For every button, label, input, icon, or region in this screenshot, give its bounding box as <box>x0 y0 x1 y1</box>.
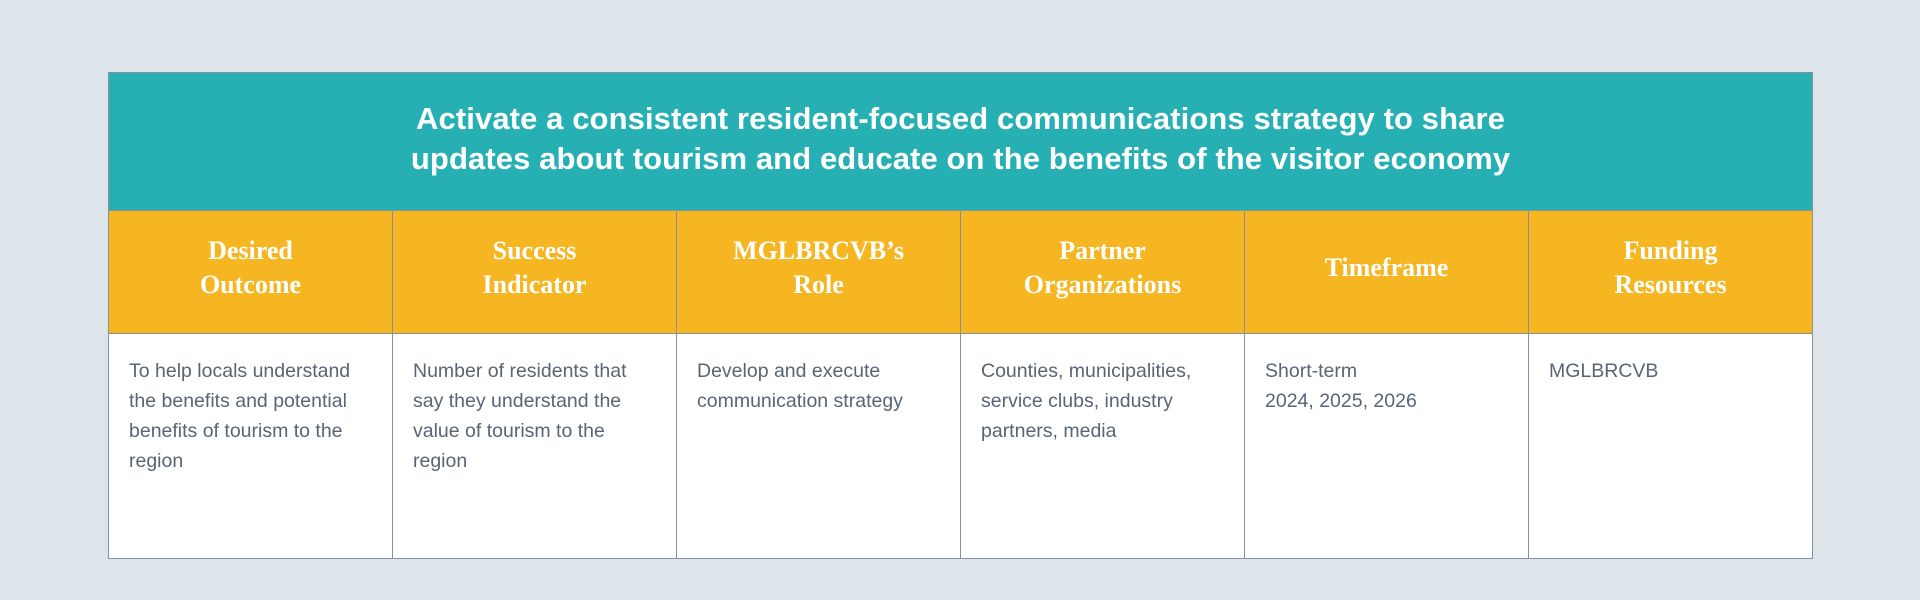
cell-partner-organizations-text: Counties, municipalities, service clubs,… <box>981 359 1192 442</box>
cell-success-indicator: Number of residents that say they unders… <box>392 332 677 559</box>
column-header-partner-organizations-line-1: Partner <box>1059 235 1146 265</box>
table-title-cell: Activate a consistent resident-focused c… <box>107 72 1814 211</box>
table-row: To help locals understand the benefits a… <box>108 332 1814 559</box>
column-header-mglbrcvb-role: MGLBRCVB’s Role <box>676 209 961 334</box>
column-header-success-indicator: Success Indicator <box>392 209 677 334</box>
table-title-line-1: Activate a consistent resident-focused c… <box>416 101 1505 136</box>
table-title-row: Activate a consistent resident-focused c… <box>107 72 1814 211</box>
column-header-success-indicator-line-1: Success <box>492 235 577 265</box>
column-header-partner-organizations-line-2: Organizations <box>1023 269 1182 299</box>
table-title: Activate a consistent resident-focused c… <box>371 99 1551 180</box>
cell-desired-outcome: To help locals understand the benefits a… <box>108 332 393 559</box>
cell-mglbrcvb-role: Develop and execute communication strate… <box>676 332 961 559</box>
column-header-desired-outcome-line-1: Desired <box>208 235 293 265</box>
cell-timeframe: Short-term 2024, 2025, 2026 <box>1244 332 1529 559</box>
column-header-funding-resources-line-1: Funding <box>1623 235 1718 265</box>
column-header-partner-organizations: Partner Organizations <box>960 209 1245 334</box>
cell-desired-outcome-text: To help locals understand the benefits a… <box>129 359 351 472</box>
column-header-timeframe: Timeframe <box>1244 209 1529 334</box>
cell-mglbrcvb-role-text: Develop and execute communication strate… <box>697 359 903 412</box>
cell-funding-resources-text: MGLBRCVB <box>1549 359 1659 382</box>
column-header-success-indicator-line-2: Indicator <box>482 269 587 299</box>
column-header-mglbrcvb-role-line-2: Role <box>793 269 844 299</box>
column-header-desired-outcome: Desired Outcome <box>108 209 393 334</box>
cell-timeframe-line-2: 2024, 2025, 2026 <box>1265 389 1417 412</box>
column-header-mglbrcvb-role-line-1: MGLBRCVB’s <box>733 235 904 265</box>
strategy-table: Activate a consistent resident-focused c… <box>107 72 1814 559</box>
table-title-line-2: updates about tourism and educate on the… <box>410 141 1511 177</box>
column-header-funding-resources: Funding Resources <box>1527 209 1814 334</box>
column-header-funding-resources-line-2: Resources <box>1614 269 1727 299</box>
cell-success-indicator-text: Number of residents that say they unders… <box>413 359 627 472</box>
cell-partner-organizations: Counties, municipalities, service clubs,… <box>960 332 1245 559</box>
cell-funding-resources: MGLBRCVB <box>1527 332 1814 559</box>
column-header-desired-outcome-line-2: Outcome <box>199 269 302 299</box>
cell-timeframe-line-1: Short-term <box>1265 359 1358 382</box>
column-header-timeframe-line-1: Timeframe <box>1324 252 1449 282</box>
table-header-row: Desired Outcome Success Indicator MGLBRC… <box>108 209 1814 334</box>
strategy-table-container: Activate a consistent resident-focused c… <box>107 72 1814 559</box>
